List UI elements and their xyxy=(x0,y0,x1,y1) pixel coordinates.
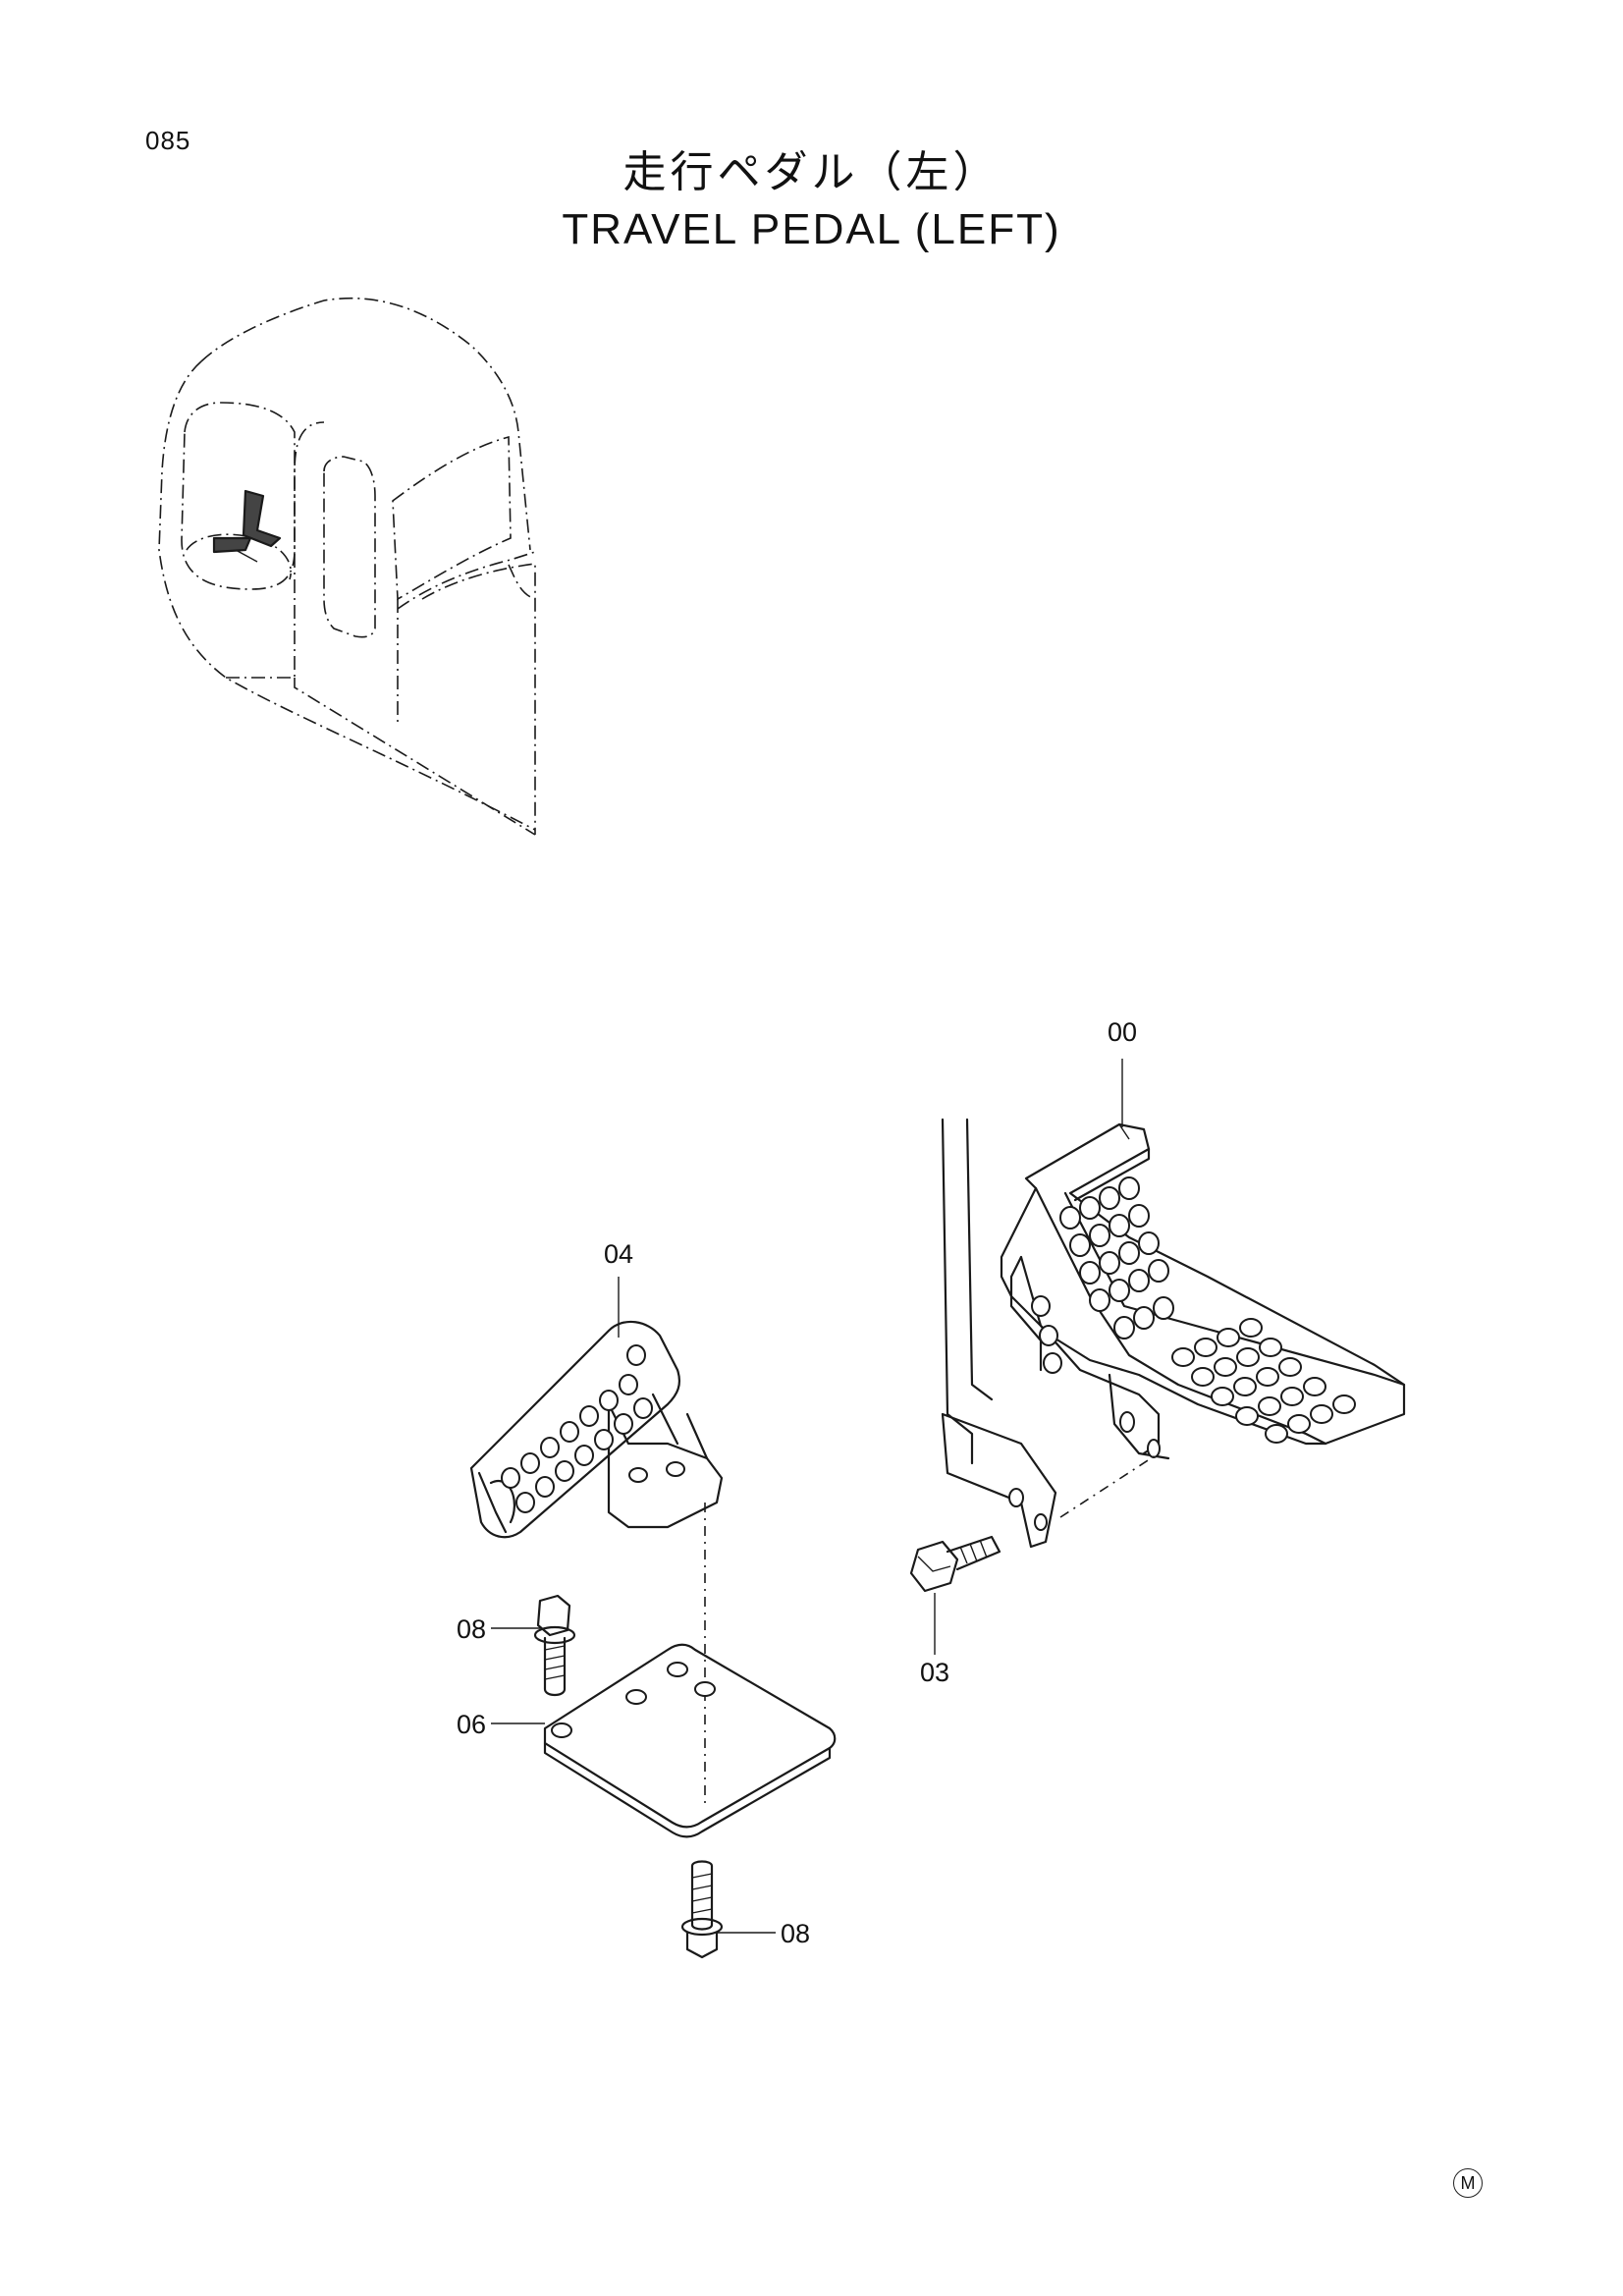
travel-pedal-assembly xyxy=(941,1118,1406,1549)
title-japanese: 走行ペダル（左） xyxy=(622,147,1001,197)
pedal-04-dimples xyxy=(501,1344,653,1513)
callout-04: 04 xyxy=(604,1239,633,1269)
leader-lines xyxy=(491,1059,1123,1934)
cab-overview xyxy=(158,297,536,836)
pedal-00-dimples xyxy=(1059,1176,1356,1444)
pedal-04-assembly xyxy=(469,1320,724,1807)
footer-mark: M xyxy=(1453,2168,1483,2198)
callout-06: 06 xyxy=(457,1710,486,1739)
bolt-08-top xyxy=(533,1594,576,1697)
callout-08-top: 08 xyxy=(457,1614,486,1644)
title-english: TRAVEL PEDAL (LEFT) xyxy=(562,205,1061,253)
callout-03: 03 xyxy=(920,1658,949,1687)
plate-06 xyxy=(543,1643,837,1838)
bolt-08-bottom xyxy=(680,1860,724,1959)
callout-00: 00 xyxy=(1108,1017,1137,1047)
page-number: 085 xyxy=(145,126,191,155)
title-block: 走行ペダル（左） TRAVEL PEDAL (LEFT) xyxy=(0,145,1623,257)
callout-08-bottom: 08 xyxy=(781,1919,810,1948)
bolt-03 xyxy=(909,1535,1001,1593)
